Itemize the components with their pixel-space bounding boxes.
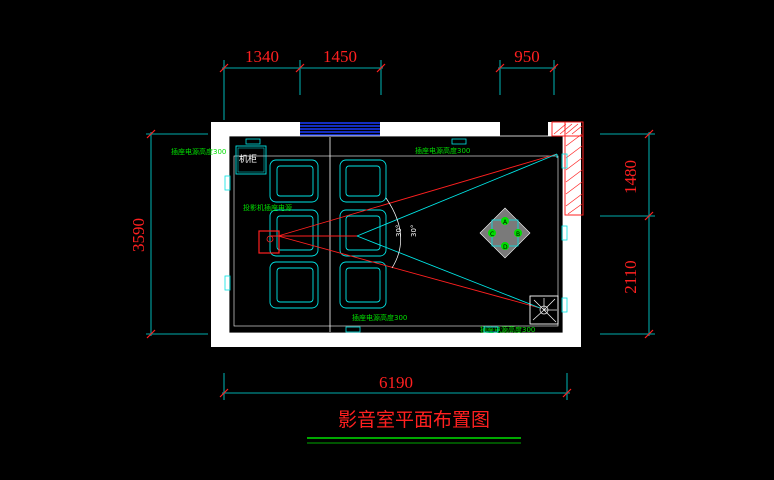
seat-right-3 <box>339 261 387 309</box>
socket-icon <box>345 326 361 333</box>
dim-right-2: 2110 <box>621 260 640 293</box>
title-underline <box>307 437 521 444</box>
ceiling-lamp-icon: A B C D <box>479 207 531 259</box>
sofa-seats <box>269 159 387 309</box>
dim-left: 3590 <box>129 218 148 252</box>
projector-socket-label: 投影机插座电源 <box>243 203 292 212</box>
socket-label-bottom-mid: 插座电源高度300 <box>352 313 407 322</box>
cabinet-label: 机柜 <box>239 153 257 165</box>
walls <box>211 121 581 347</box>
socket-icon <box>451 138 467 145</box>
page-title: 影音室平面布置图 <box>338 409 490 431</box>
socket-icon <box>224 275 231 291</box>
window <box>300 122 380 136</box>
equipment-cabinet <box>235 145 267 175</box>
dim-top-3: 950 <box>514 47 540 66</box>
lamp-letter-d: D <box>503 244 508 251</box>
dimension-ticks <box>146 63 654 398</box>
dim-top-1: 1340 <box>245 47 279 66</box>
socket-icon <box>245 138 261 145</box>
angle-label-b: 30° <box>410 225 418 237</box>
seat-left-2 <box>269 209 319 257</box>
seat-right-1 <box>339 159 387 203</box>
socket-label-cabinet: 插座电源高度300 <box>171 147 226 156</box>
dim-top-2: 1450 <box>323 47 357 66</box>
lamp-letter-b: B <box>516 231 520 238</box>
socket-icon <box>483 326 499 333</box>
socket-icon <box>561 225 568 241</box>
socket-label-top: 插座电源高度300 <box>415 146 470 155</box>
angle-label-a: 30° <box>395 225 403 237</box>
socket-icon <box>224 175 231 191</box>
socket-icon <box>561 297 568 313</box>
dimension-lines <box>146 60 655 400</box>
socket-label-bottom-right: 插座电源高度300 <box>480 325 535 334</box>
dim-right-1: 1480 <box>621 160 640 194</box>
floor-edge <box>233 155 559 327</box>
socket-icon <box>561 153 568 169</box>
dim-bottom: 6190 <box>379 373 413 392</box>
door-opening <box>500 121 548 137</box>
seat-left-1 <box>269 159 319 203</box>
inner-room-outline <box>228 135 564 334</box>
lamp-letter-a: A <box>503 219 508 226</box>
seat-left-3 <box>269 261 319 309</box>
sightlines <box>270 153 558 309</box>
seat-right-2 <box>339 209 387 257</box>
projector-icon <box>258 230 280 254</box>
brick-column <box>551 121 584 216</box>
plant-icon <box>529 295 559 325</box>
lamp-letter-c: C <box>490 231 494 238</box>
socket-markers <box>224 138 568 333</box>
